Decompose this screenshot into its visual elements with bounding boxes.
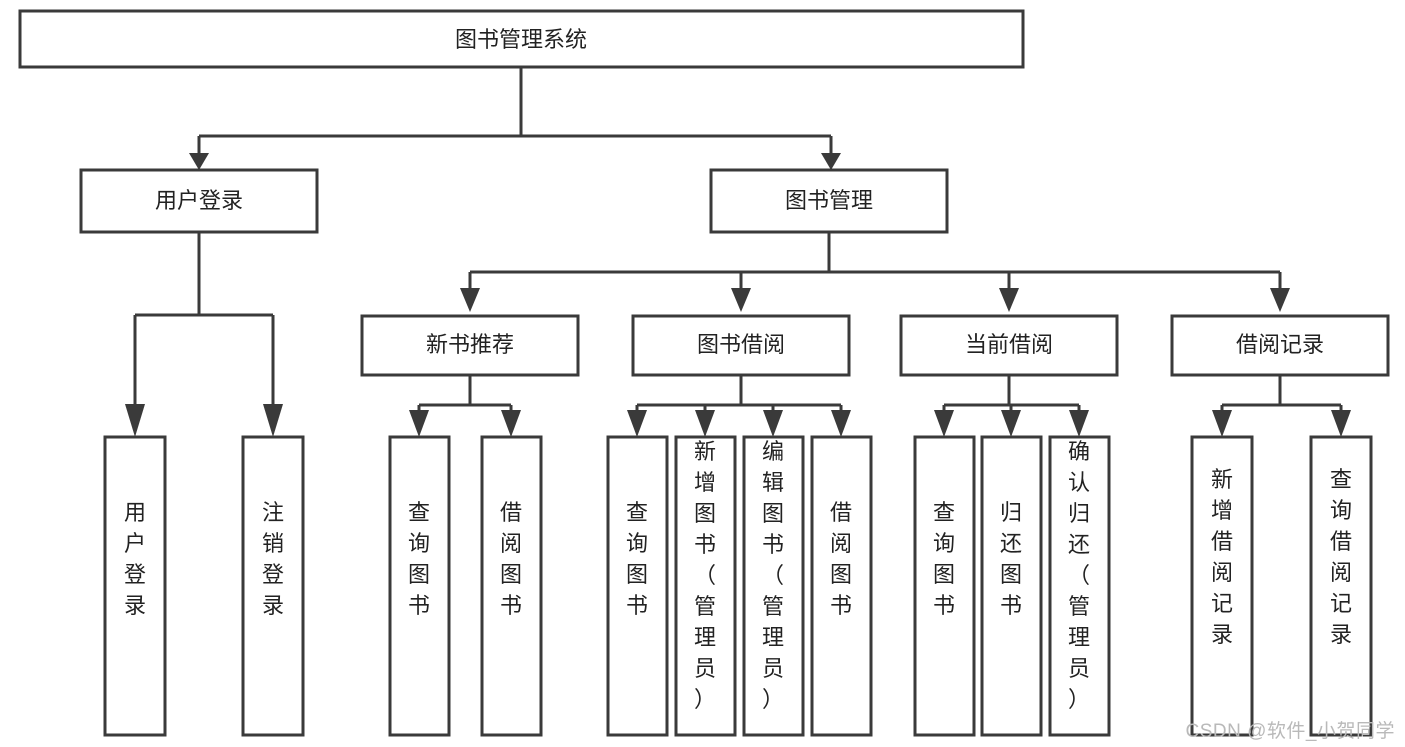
node-borrow-record-label: 借阅记录 (1236, 332, 1324, 357)
arrowhead-leaf-query-borrow-record (1331, 410, 1351, 437)
node-leaf-user-login-label: 用户登录 (124, 500, 146, 618)
node-current-borrow-label: 当前借阅 (965, 332, 1053, 357)
node-borrow-record-box[interactable] (1170, 314, 1390, 377)
node-new-book-recommend[interactable]: 新书推荐 (360, 314, 580, 377)
node-book-manage-box[interactable] (709, 168, 949, 234)
node-leaf-borrow-book-2-label: 借阅图书 (830, 500, 852, 618)
node-leaf-add-book-admin-label: 新增图书（管理员） (694, 439, 716, 712)
node-leaf-edit-book-admin-box[interactable] (742, 435, 805, 737)
node-leaf-user-logout-label: 注销登录 (262, 500, 284, 618)
arrowhead-leaf-query-book-1 (409, 410, 429, 437)
node-leaf-add-borrow-record-box[interactable] (1190, 435, 1254, 737)
node-user-login-box[interactable] (79, 168, 319, 234)
node-user-login[interactable]: 用户登录 (79, 168, 319, 234)
arrowhead-leaf-borrow-book-2 (831, 410, 851, 437)
arrowhead-leaf-query-book-2 (627, 410, 647, 437)
node-leaf-query-book-2-box[interactable] (606, 435, 669, 737)
node-leaf-query-book-2-label: 查询图书 (626, 500, 648, 618)
arrowhead-book-borrow (731, 288, 751, 312)
node-leaf-add-borrow-record[interactable]: 新增借阅记录 (1190, 435, 1254, 737)
node-leaf-query-book-3-box[interactable] (913, 435, 976, 737)
node-new-book-recommend-box[interactable] (360, 314, 580, 377)
node-leaf-query-book-1-box[interactable] (388, 435, 451, 737)
node-book-manage[interactable]: 图书管理 (709, 168, 949, 234)
arrowhead-leaf-return-book (1001, 410, 1021, 437)
node-user-login-label: 用户登录 (155, 188, 243, 213)
node-leaf-add-borrow-record-label: 新增借阅记录 (1211, 467, 1233, 647)
connector-current-borrow-to-leaves (942, 375, 1081, 414)
node-root[interactable]: 图书管理系统 (18, 9, 1025, 69)
node-leaf-add-book-admin[interactable]: 新增图书（管理员） (674, 435, 737, 737)
node-book-borrow[interactable]: 图书借阅 (631, 314, 851, 377)
node-leaf-query-borrow-record[interactable]: 查询借阅记录 (1309, 435, 1373, 737)
node-leaf-query-borrow-record-box[interactable] (1309, 435, 1373, 737)
watermark-text: CSDN @软件_小贺同学 (1185, 721, 1395, 742)
node-leaf-return-book-label: 归还图书 (1000, 500, 1022, 618)
connector-new-book-recommend-to-leaves (417, 375, 513, 414)
arrowhead-user-login (189, 153, 209, 170)
connectors-layer (125, 67, 1351, 437)
node-leaf-query-borrow-record-label: 查询借阅记录 (1330, 467, 1352, 647)
node-root-box[interactable] (18, 9, 1025, 69)
node-leaf-confirm-return-admin-label: 确认归还（管理员） (1068, 439, 1090, 712)
node-leaf-edit-book-admin-label: 编辑图书（管理员） (762, 439, 784, 712)
node-current-borrow[interactable]: 当前借阅 (899, 314, 1119, 377)
node-current-borrow-box[interactable] (899, 314, 1119, 377)
node-leaf-return-book-box[interactable] (980, 435, 1043, 737)
node-leaf-user-logout-box[interactable] (241, 435, 305, 737)
arrowhead-leaf-confirm-return-admin (1069, 410, 1089, 437)
arrowhead-leaf-user-logout (263, 404, 283, 437)
node-new-book-recommend-label: 新书推荐 (426, 332, 514, 357)
connector-user-login-to-leaves (133, 232, 275, 408)
node-book-borrow-box[interactable] (631, 314, 851, 377)
connector-root-to-level2 (197, 67, 833, 157)
arrowhead-leaf-borrow-book-1 (501, 410, 521, 437)
node-leaf-return-book[interactable]: 归还图书 (980, 435, 1043, 737)
node-book-manage-label: 图书管理 (785, 188, 873, 213)
arrowhead-book-manage (821, 153, 841, 170)
arrowhead-leaf-add-borrow-record (1212, 410, 1232, 437)
arrowhead-borrow-record (1270, 288, 1290, 312)
node-leaf-add-book-admin-box[interactable] (674, 435, 737, 737)
connector-book-manage-to-level3 (468, 232, 1282, 290)
node-leaf-query-book-2[interactable]: 查询图书 (606, 435, 669, 737)
node-leaf-query-book-1-label: 查询图书 (408, 500, 430, 618)
node-leaf-edit-book-admin[interactable]: 编辑图书（管理员） (742, 435, 805, 737)
node-leaf-user-login-box[interactable] (103, 435, 167, 737)
arrowhead-leaf-edit-book-admin (763, 410, 783, 437)
node-leaf-user-login[interactable]: 用户登录 (103, 435, 167, 737)
arrowhead-current-borrow (999, 288, 1019, 312)
node-leaf-confirm-return-admin[interactable]: 确认归还（管理员） (1048, 435, 1111, 737)
node-leaf-borrow-book-1-box[interactable] (480, 435, 543, 737)
arrowhead-new-book-recommend (460, 288, 480, 312)
node-leaf-confirm-return-admin-box[interactable] (1048, 435, 1111, 737)
node-borrow-record[interactable]: 借阅记录 (1170, 314, 1390, 377)
connector-book-borrow-to-leaves (635, 375, 843, 414)
node-leaf-borrow-book-2[interactable]: 借阅图书 (810, 435, 873, 737)
connector-borrow-record-to-leaves (1220, 375, 1343, 414)
node-leaf-borrow-book-1[interactable]: 借阅图书 (480, 435, 543, 737)
node-book-borrow-label: 图书借阅 (697, 332, 785, 357)
arrowhead-leaf-user-login (125, 404, 145, 437)
node-root-label: 图书管理系统 (455, 27, 587, 52)
node-leaf-borrow-book-2-box[interactable] (810, 435, 873, 737)
arrowhead-leaf-query-book-3 (934, 410, 954, 437)
node-leaf-query-book-3-label: 查询图书 (933, 500, 955, 618)
node-leaf-user-logout[interactable]: 注销登录 (241, 435, 305, 737)
node-leaf-query-book-1[interactable]: 查询图书 (388, 435, 451, 737)
arrowhead-leaf-add-book-admin (695, 410, 715, 437)
node-leaf-query-book-3[interactable]: 查询图书 (913, 435, 976, 737)
node-leaf-borrow-book-1-label: 借阅图书 (500, 500, 522, 618)
